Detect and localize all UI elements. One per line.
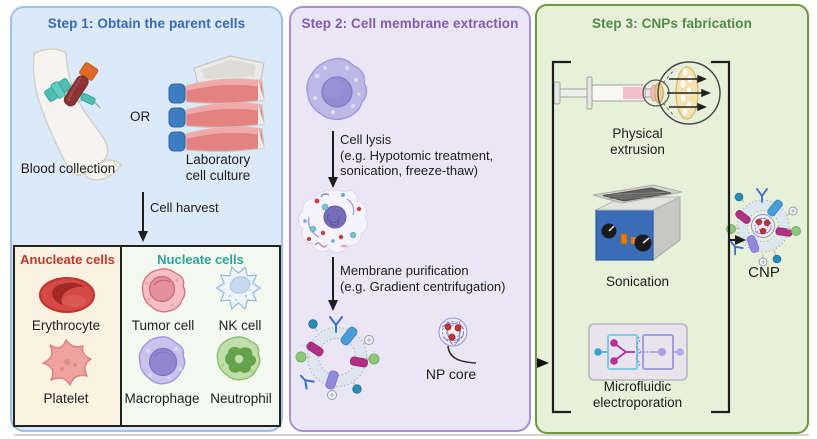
syringe-extrusion-icon: [551, 55, 723, 137]
macrophage-icon: [136, 335, 188, 387]
erythrocyte-label: Erythrocyte: [31, 318, 101, 333]
blood-collection-arm-icon: [22, 46, 140, 182]
anucleate-header: Anucleate cells: [20, 252, 115, 267]
sonication-bath-icon: [591, 182, 685, 274]
lab-culture-label: Laboratory cell culture: [185, 152, 251, 184]
parent-cell-icon: [301, 56, 369, 128]
blood-collection-label: Blood collection: [20, 161, 116, 176]
erythrocyte-icon: [36, 274, 98, 316]
or-label: OR: [130, 109, 151, 124]
sonication-label: Sonication: [605, 274, 670, 289]
nk-cell-icon: [216, 266, 262, 311]
microfluidic-chip-icon: [588, 323, 688, 381]
membrane-vesicle-icon: [295, 313, 381, 401]
membrane-purification-label: Membrane purification (e.g. Gradient cen…: [340, 263, 506, 294]
neutrophil-icon: [214, 335, 262, 383]
nucleate-header: Nucleate cells: [157, 252, 244, 267]
platelet-icon: [40, 337, 95, 389]
step1-title: Step 1: Obtain the parent cells: [47, 16, 246, 31]
cnp-particle-icon: [724, 186, 804, 268]
physical-extrusion-label: Physical extrusion: [610, 126, 665, 158]
lysed-cell-icon: [295, 187, 371, 257]
anucleate-column: Anucleate cells: [15, 247, 122, 425]
np-core-icon: [436, 315, 472, 351]
tumor-cell-label: Tumor cell: [131, 318, 195, 333]
step3-title: Step 3: CNPs fabrication: [592, 16, 752, 31]
culture-flasks-icon: [168, 52, 270, 156]
neutrophil-label: Neutrophil: [210, 391, 272, 406]
cell-lysis-label: Cell lysis (e.g. Hypotomic treatment, so…: [340, 132, 494, 178]
syringe: [553, 76, 652, 110]
cnp-label: CNP: [748, 264, 780, 281]
microfluidic-electroporation-label: Microfluidic electroporation: [592, 379, 683, 411]
cell-harvest-label: Cell harvest: [150, 200, 219, 215]
step2-title: Step 2: Cell membrane extraction: [301, 16, 519, 31]
bottom-shadow: [14, 434, 809, 436]
macrophage-label: Macrophage: [124, 391, 200, 406]
tumor-cell-icon: [139, 267, 187, 315]
nk-cell-label: NK cell: [218, 318, 262, 333]
np-core-label: NP core: [425, 366, 477, 382]
platelet-label: Platelet: [43, 391, 89, 406]
